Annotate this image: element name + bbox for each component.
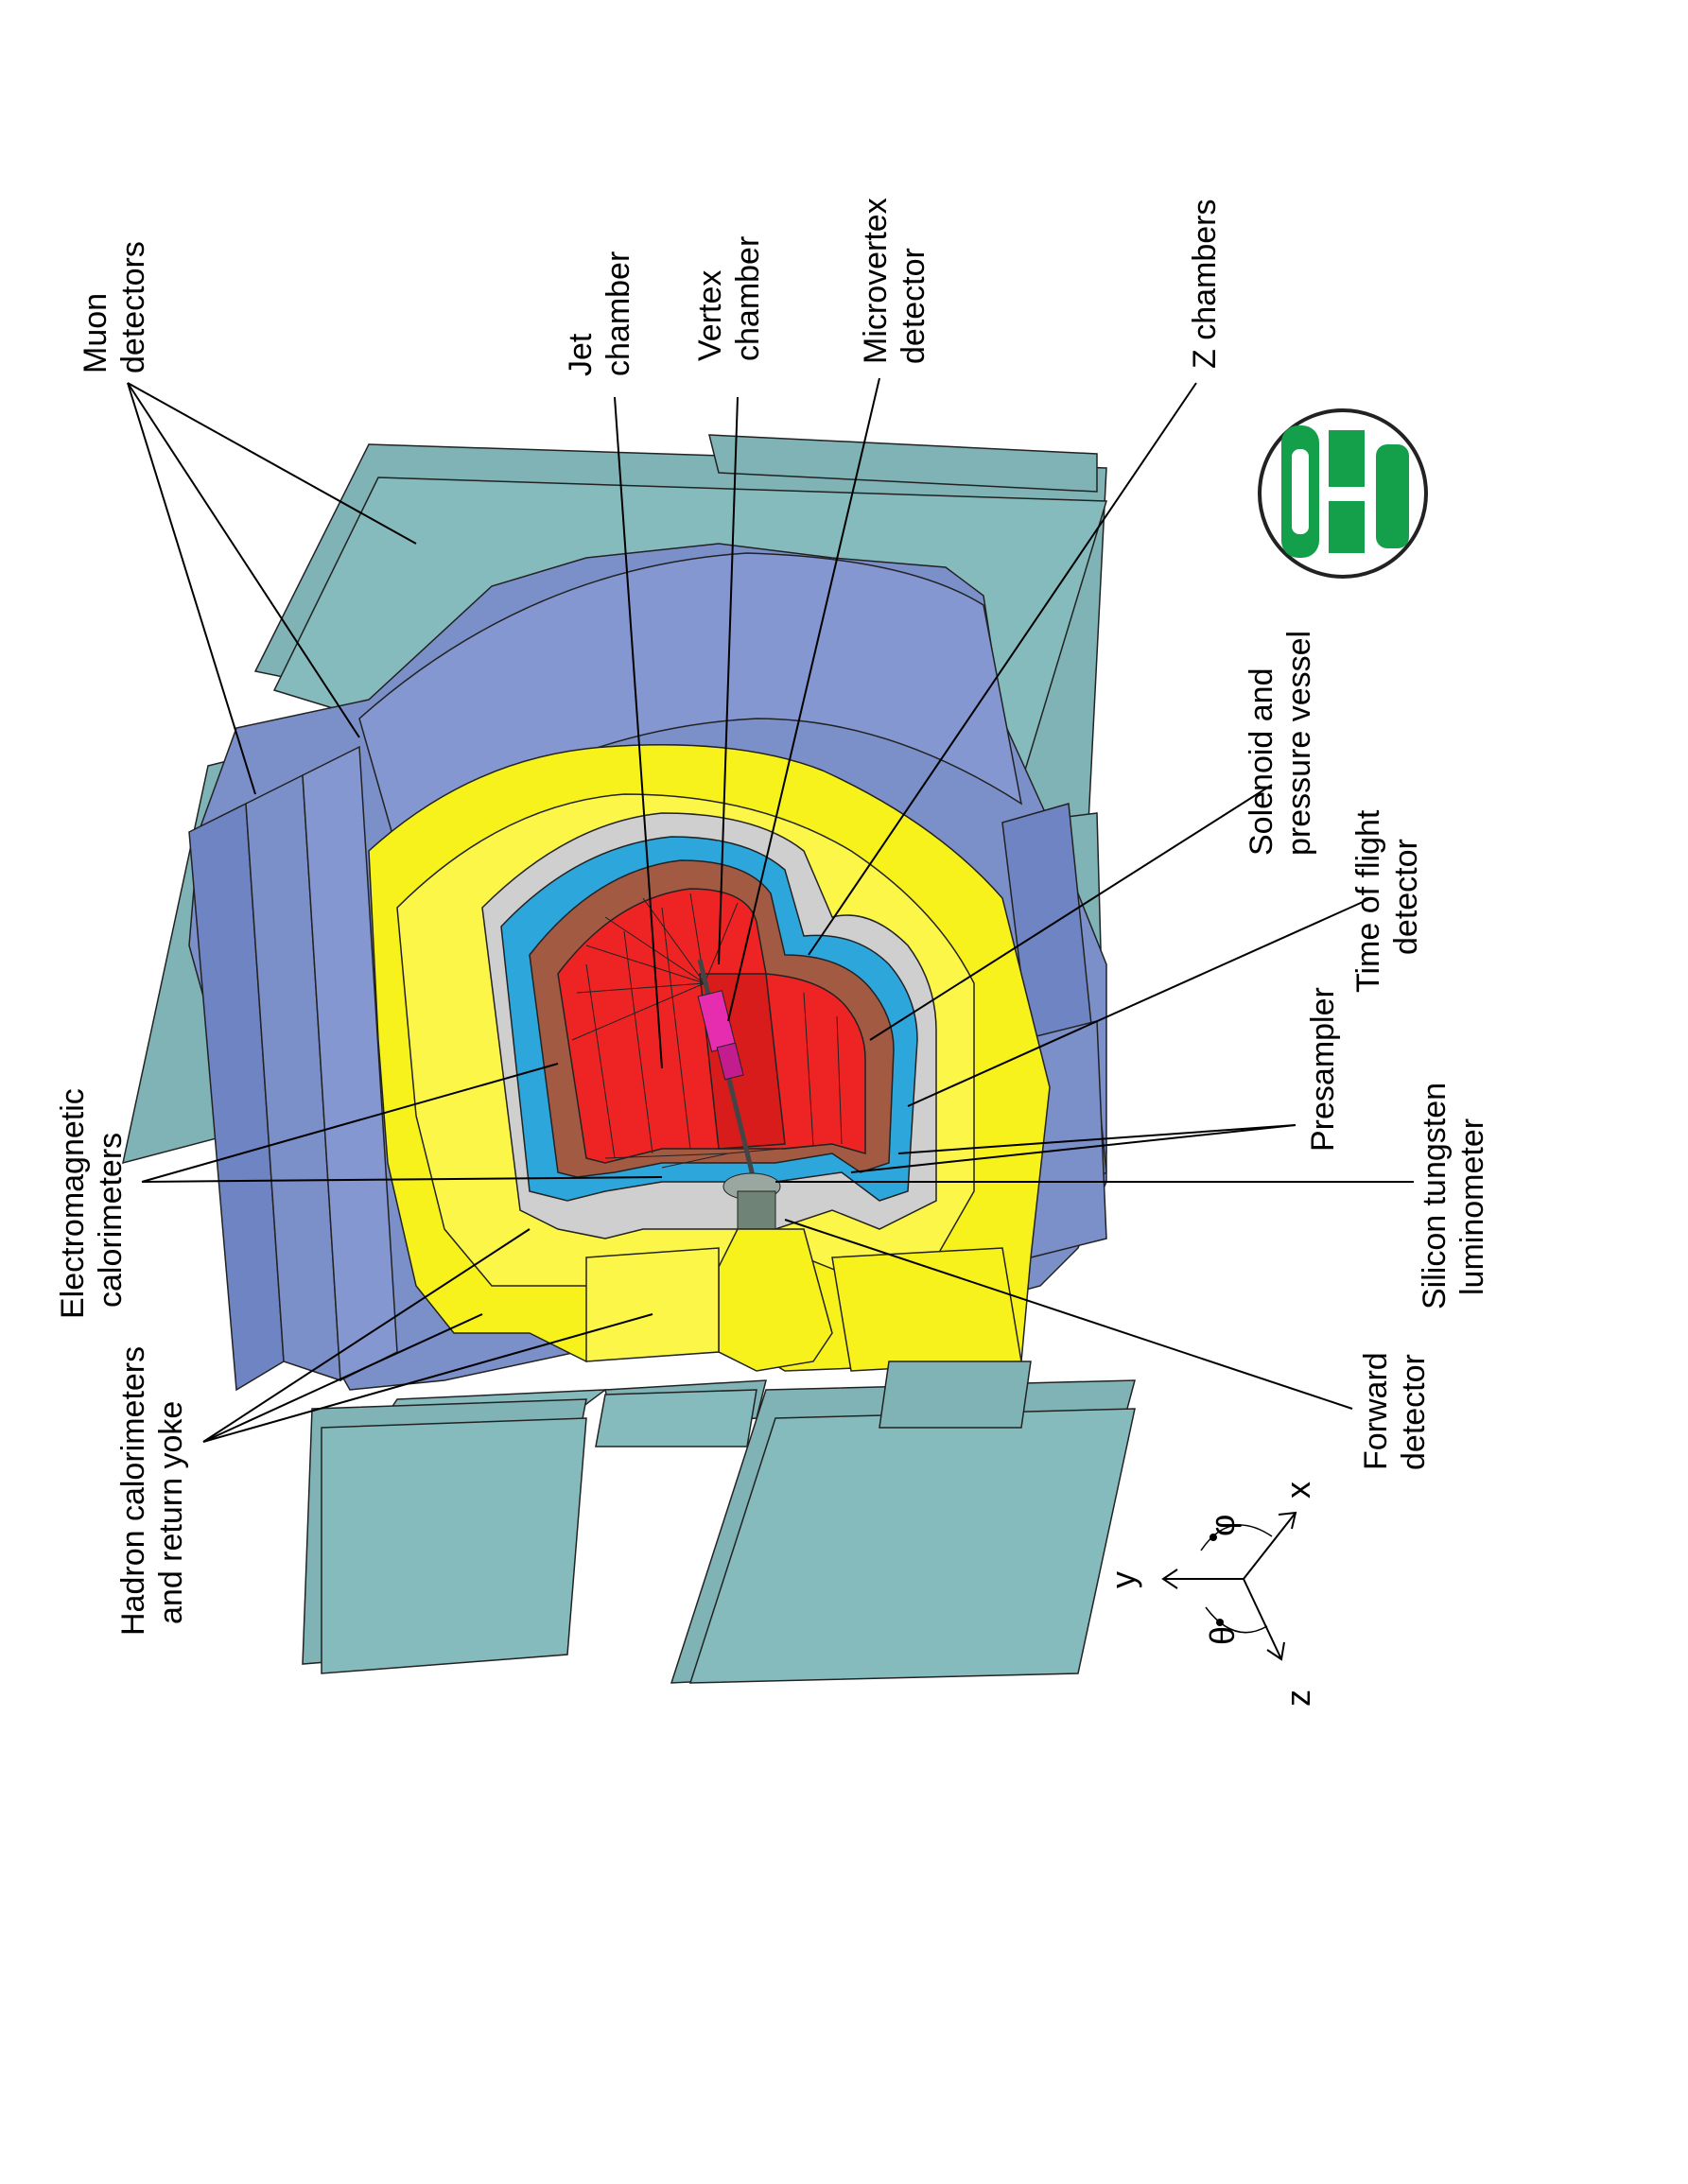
svg-text:detector: detector <box>1388 839 1424 955</box>
svg-text:Vertex: Vertex <box>692 270 728 361</box>
svg-text:calorimeters: calorimeters <box>93 1133 129 1308</box>
forward-cone <box>585 1228 1022 1372</box>
label-z-chambers: Z chambers <box>1187 199 1223 370</box>
axis-y-label: y <box>1104 1571 1142 1588</box>
muon-panels-front <box>302 1361 1136 1684</box>
axis-z-label: z <box>1279 1690 1317 1707</box>
axis-theta-label: θ <box>1203 1626 1242 1645</box>
label-forward-detector: Forward detector <box>1358 1352 1432 1470</box>
svg-text:chamber: chamber <box>600 251 636 376</box>
detector-artwork <box>122 408 1428 1684</box>
label-silicon-tungsten: Silicon tungsten luminometer <box>1417 1083 1490 1309</box>
svg-text:Electromagnetic: Electromagnetic <box>55 1088 91 1319</box>
coordinate-axes: y x z φ θ <box>1104 1482 1317 1707</box>
svg-text:Solenoid and: Solenoid and <box>1244 667 1279 856</box>
svg-text:detector: detector <box>896 248 931 364</box>
label-muon-detectors: Muon detectors <box>78 241 151 373</box>
svg-text:Z chambers: Z chambers <box>1187 199 1223 370</box>
label-jet-chamber: Jet chamber <box>563 251 636 376</box>
svg-text:chamber: chamber <box>730 236 766 361</box>
label-solenoid: Solenoid and pressure vessel <box>1244 631 1317 856</box>
svg-text:Jet: Jet <box>563 333 599 376</box>
label-vertex-chamber: Vertex chamber <box>692 236 766 361</box>
axis-phi-label: φ <box>1203 1515 1242 1536</box>
label-time-of-flight: Time of flight detector <box>1350 809 1424 993</box>
beam-pipe-core <box>697 959 781 1230</box>
svg-text:pressure vessel: pressure vessel <box>1281 631 1317 856</box>
leader-lines <box>127 377 1414 1443</box>
label-microvertex-detector: Microvertex detector <box>858 198 931 364</box>
label-hadron-calorimeters: Hadron calorimeters and return yoke <box>115 1346 189 1636</box>
labels: Muon detectors Jet chamber Vertex chambe… <box>55 198 1490 1636</box>
svg-text:Presampler: Presampler <box>1305 987 1341 1152</box>
svg-text:detectors: detectors <box>115 241 151 373</box>
axis-x-label: x <box>1279 1482 1317 1499</box>
label-electromagnetic-calorimeters: Electromagnetic calorimeters <box>55 1088 129 1319</box>
svg-text:and return yoke: and return yoke <box>153 1401 189 1624</box>
opal-logo <box>1258 408 1428 579</box>
svg-text:Hadron calorimeters: Hadron calorimeters <box>115 1346 151 1636</box>
svg-text:detector: detector <box>1396 1354 1432 1470</box>
svg-text:Time of flight: Time of flight <box>1350 809 1386 993</box>
svg-text:luminometer: luminometer <box>1454 1118 1490 1295</box>
svg-text:Microvertex: Microvertex <box>858 198 894 364</box>
label-presampler: Presampler <box>1305 987 1341 1152</box>
svg-text:Forward: Forward <box>1358 1352 1394 1470</box>
svg-text:Muon: Muon <box>78 293 113 373</box>
svg-text:Silicon tungsten: Silicon tungsten <box>1417 1083 1453 1309</box>
